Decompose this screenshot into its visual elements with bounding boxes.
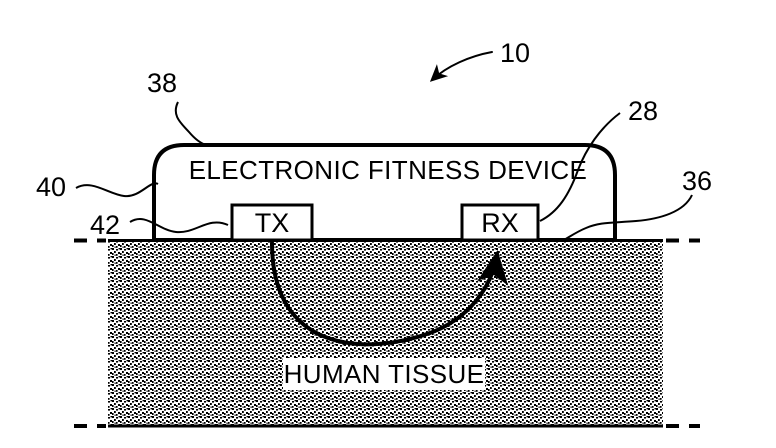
signal-arc-path [270, 241, 509, 347]
device-left-edge-callout: 40 [36, 172, 159, 202]
device-title: ELECTRONIC FITNESS DEVICE [189, 155, 588, 185]
callout-36-label: 36 [682, 166, 712, 196]
transmitter-module: TX [230, 203, 314, 242]
receiver-module: RX [460, 203, 540, 242]
callout-36-leader [561, 194, 693, 242]
callout-28-label: 28 [628, 96, 658, 126]
tx-box [230, 203, 314, 242]
callout-10-label: 10 [500, 38, 530, 68]
electronic-fitness-device: ELECTRONIC FITNESS DEVICE TX RX [152, 143, 617, 242]
callout-10-leader [429, 51, 493, 82]
system-callout: 10 [429, 38, 530, 82]
tx-label: TX [255, 208, 290, 238]
rx-box [460, 203, 540, 242]
callout-40-leader [75, 182, 159, 198]
callout-38-label: 38 [147, 68, 177, 98]
signal-arc [270, 241, 509, 347]
callout-28-leader [539, 112, 621, 222]
rx-label: RX [481, 208, 519, 238]
tissue-stipple-fill [108, 242, 663, 425]
device-bottom-callout: 42 [90, 210, 229, 240]
callout-42-label: 42 [90, 210, 120, 240]
human-tissue-region [74, 238, 700, 428]
tissue-label: HUMAN TISSUE [284, 359, 485, 389]
callout-40-label: 40 [36, 172, 66, 202]
device-housing-callout: 38 [147, 68, 209, 147]
skin-surface-callout: 36 [561, 166, 712, 242]
callout-38-leader [174, 101, 209, 147]
device-body-callout: 28 [539, 96, 658, 222]
callout-42-leader [129, 218, 229, 234]
tissue-label-backdrop [283, 358, 485, 390]
